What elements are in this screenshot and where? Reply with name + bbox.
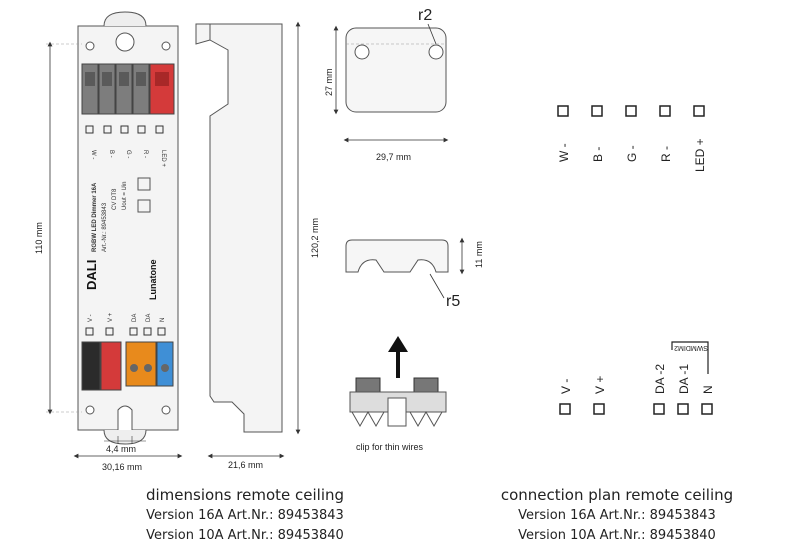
plan-term-v-minus: V - — [559, 379, 573, 394]
clip-caption: clip for thin wires — [356, 442, 424, 452]
plan-term-n: N — [701, 385, 715, 394]
dimension-29-7mm: 29,7 mm — [343, 137, 449, 162]
device-term-v-plus: V + — [108, 312, 114, 322]
device-side-view — [195, 23, 283, 433]
left-caption-title: dimensions remote ceiling — [145, 486, 345, 504]
bottom-terminal-block — [81, 341, 174, 391]
device-term-da1: DA — [132, 314, 138, 322]
plan-term-v-plus: V + — [593, 376, 607, 394]
device-term-w: W - — [90, 150, 96, 159]
left-caption: dimensions remote ceiling Version 16A Ar… — [80, 484, 410, 546]
dimension-27mm-label: 27 mm — [324, 68, 334, 96]
ukca-mark-icon — [137, 199, 151, 213]
plan-swm-label: SWMDIM2 — [674, 344, 708, 351]
dimension-21-6mm: 21,6 mm — [207, 453, 285, 470]
plan-term-w: W - — [557, 143, 571, 162]
plan-term-da-2: DA -2 — [653, 364, 667, 394]
dimension-29-7mm-label: 29,7 mm — [376, 152, 411, 162]
device-term-da2: DA — [146, 314, 152, 322]
dimension-27mm: 27 mm — [324, 25, 339, 115]
plan-term-r: R - — [659, 146, 673, 162]
connection-plan-top: W - B - G - R - LED + — [557, 105, 707, 172]
clip-side-view — [345, 239, 449, 273]
device-uout: Uout = Uin — [122, 181, 128, 210]
right-caption-title: connection plan remote ceiling — [500, 486, 734, 504]
device-maker: Lunatone — [148, 260, 158, 301]
bottom-screw-slot — [117, 405, 133, 430]
device-term-v-minus: V - — [88, 314, 94, 322]
dimension-120-2mm-label: 120,2 mm — [310, 218, 320, 258]
dimension-11mm-label: 11 mm — [474, 241, 484, 268]
left-caption-v16: Version 16A Art.Nr.: 89453843 — [146, 508, 344, 523]
dimension-30-16mm: 30,16 mm — [73, 453, 183, 472]
device-term-b: B - — [108, 150, 114, 158]
insert-arrow-icon — [388, 336, 408, 352]
device-model: RGBW LED Dimmer 16A — [92, 182, 98, 252]
plan-term-b: B - — [591, 147, 605, 162]
dimension-110mm: 110 mm — [34, 41, 82, 415]
left-caption-v10: Version 10A Art.Nr.: 89453840 — [146, 528, 344, 543]
device-term-g: G - — [125, 150, 131, 158]
plan-term-led-plus: LED + — [693, 138, 707, 172]
clip-top-view — [345, 27, 447, 113]
right-caption-v10: Version 10A Art.Nr.: 89453840 — [518, 528, 716, 543]
ce-mark-icon — [137, 177, 151, 191]
dimension-21-6mm-label: 21,6 mm — [228, 460, 263, 470]
top-screw-hole — [115, 32, 135, 52]
device-term-led: LED + — [160, 150, 166, 167]
thin-wire-clip-illustration — [349, 336, 447, 428]
radius-r5-label: r5 — [446, 293, 460, 310]
dimension-120-2mm: 120,2 mm — [295, 21, 320, 435]
dimension-110mm-label: 110 mm — [34, 222, 44, 254]
plan-swm-bracket — [671, 341, 709, 374]
device-art-nr: Art.-Nr.: 89453843 — [102, 202, 108, 252]
radius-r2-label: r2 — [418, 7, 432, 24]
dimension-4-4mm: 4,4 mm — [104, 436, 146, 454]
plan-term-g: G - — [625, 145, 639, 162]
bottom-mounting-lug — [103, 429, 147, 445]
top-terminal-block — [81, 63, 175, 115]
top-mounting-lug — [103, 11, 147, 27]
right-caption: connection plan remote ceiling Version 1… — [452, 484, 782, 546]
device-front-view: W - B - G - R - LED + DALI RGBW LED Dimm… — [77, 11, 179, 445]
dimension-30-16mm-label: 30,16 mm — [102, 462, 142, 472]
dimension-4-4mm-label: 4,4 mm — [106, 444, 136, 454]
device-brand: DALI — [84, 260, 99, 290]
device-term-r: R - — [142, 150, 148, 158]
connection-plan-bottom: V - V + DA -2 DA -1 N SWMDIM2 — [559, 341, 715, 415]
technical-drawing: W - B - G - R - LED + DALI RGBW LED Dimm… — [34, 7, 715, 472]
dimension-11mm: 11 mm — [459, 237, 484, 275]
device-cv: CV DT8 — [112, 188, 118, 210]
device-term-n: N — [160, 318, 166, 322]
right-caption-v16: Version 16A Art.Nr.: 89453843 — [518, 508, 716, 523]
plan-term-da-1: DA -1 — [677, 364, 691, 394]
